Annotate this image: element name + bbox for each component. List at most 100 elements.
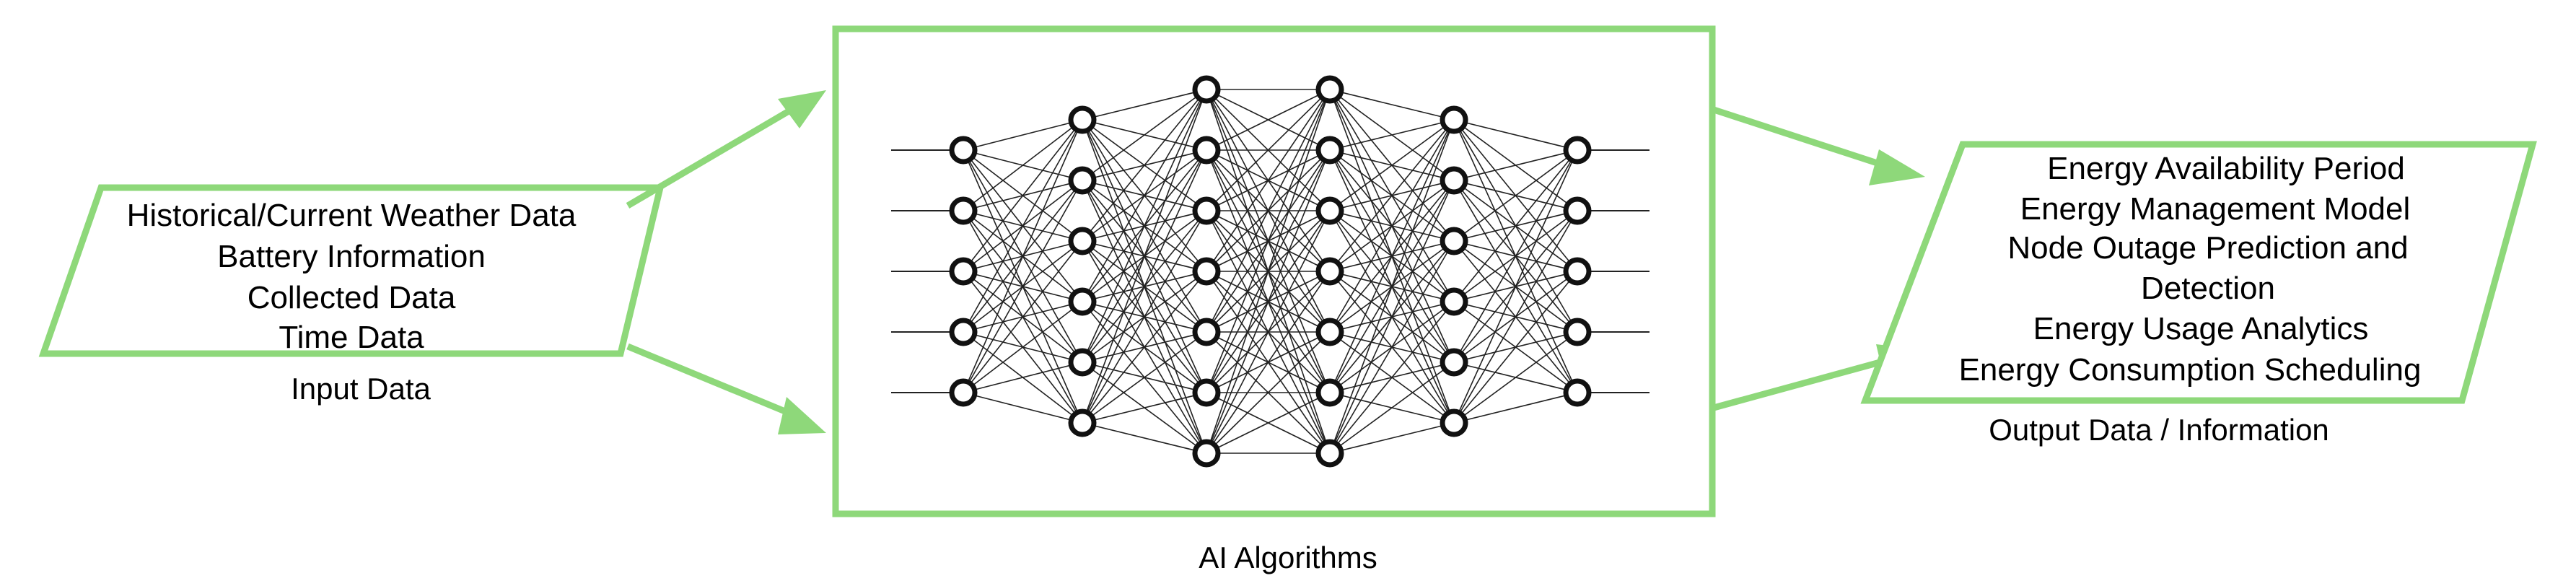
network-edge — [1206, 89, 1331, 211]
network-edge — [1206, 89, 1331, 333]
output-line-1: Energy Availability Period — [2047, 151, 2405, 186]
network-edge — [1329, 89, 1455, 121]
network-edge — [1329, 119, 1455, 211]
output-line-3: Node Outage Prediction and — [2007, 230, 2408, 266]
network-node-l4-n6 — [1315, 378, 1344, 407]
network-node-l5-n6 — [1440, 408, 1468, 437]
network-edge — [1082, 89, 1207, 363]
network-edge — [1082, 89, 1207, 302]
input-data-box — [38, 184, 665, 357]
network-edge — [1206, 89, 1331, 272]
network-node-l3-n7 — [1192, 439, 1221, 468]
network-edge — [1329, 362, 1455, 454]
network-node-l2-n2 — [1068, 166, 1097, 195]
network-edges — [891, 89, 1650, 454]
network-edge — [1329, 301, 1455, 454]
network-node-l5-n2 — [1440, 166, 1468, 195]
network-edge — [1206, 89, 1331, 151]
network-edge — [963, 392, 1083, 424]
network-edge — [1082, 89, 1207, 121]
network-edge — [1453, 392, 1578, 424]
network-edge — [1082, 422, 1207, 454]
network-node-l1-n4 — [949, 318, 978, 346]
network-edge — [1206, 392, 1331, 454]
network-edge — [1453, 271, 1578, 424]
network-node-l6-n5 — [1563, 378, 1592, 407]
network-edge — [1082, 89, 1207, 242]
network-edge — [1082, 210, 1207, 424]
network-node-l5-n1 — [1440, 105, 1468, 134]
network-edge — [1082, 149, 1207, 424]
network-edge — [1329, 119, 1455, 272]
network-node-l3-n3 — [1192, 196, 1221, 225]
input-line-1: Historical/Current Weather Data — [127, 198, 577, 233]
network-edge — [1329, 119, 1455, 454]
network-edge — [963, 119, 1083, 211]
input-line-2: Battery Information — [217, 239, 486, 274]
network-edge — [963, 240, 1083, 393]
network-edge — [1206, 210, 1331, 454]
network-edge — [1082, 89, 1207, 424]
network-node-l4-n2 — [1315, 136, 1344, 165]
network-node-l4-n3 — [1315, 196, 1344, 225]
output-line-6: Energy Consumption Scheduling — [1959, 352, 2422, 388]
network-edge — [1329, 240, 1455, 454]
network-node-l6-n3 — [1563, 257, 1592, 286]
output-caption: Output Data / Information — [1989, 413, 2329, 447]
network-node-l1-n2 — [949, 196, 978, 225]
arrow-input-to-ai-bottom — [626, 343, 826, 434]
network-edge — [1453, 149, 1578, 181]
network-node-l4-n7 — [1315, 439, 1344, 468]
network-edge — [1453, 149, 1578, 424]
network-node-l6-n1 — [1563, 136, 1592, 165]
network-node-l3-n5 — [1192, 318, 1221, 346]
neural-network — [891, 75, 1650, 468]
network-node-l2-n4 — [1068, 287, 1097, 316]
network-node-l3-n6 — [1192, 378, 1221, 407]
network-node-l5-n3 — [1440, 227, 1468, 255]
network-edge — [1082, 271, 1207, 424]
network-edge — [1082, 89, 1207, 181]
network-node-l1-n1 — [949, 136, 978, 165]
network-node-l6-n2 — [1563, 196, 1592, 225]
network-edge — [963, 301, 1083, 393]
network-edge — [1453, 149, 1578, 363]
network-edge — [1082, 331, 1207, 424]
network-node-l2-n1 — [1068, 105, 1097, 134]
network-edge — [1453, 149, 1578, 242]
input-line-4: Time Data — [279, 320, 424, 355]
arrow-ai-to-output-top — [1712, 106, 1925, 185]
network-node-l4-n5 — [1315, 318, 1344, 346]
network-node-l5-n5 — [1440, 348, 1468, 377]
network-edge — [1206, 89, 1331, 393]
network-edge — [1206, 149, 1331, 454]
network-node-l1-n3 — [949, 257, 978, 286]
network-node-l1-n5 — [949, 378, 978, 407]
network-edge — [1329, 422, 1455, 454]
network-node-l2-n3 — [1068, 227, 1097, 255]
network-edge — [1329, 119, 1455, 151]
input-caption: Input Data — [291, 372, 431, 406]
output-line-2: Energy Management Model — [2020, 191, 2411, 227]
ai-algorithms-caption: AI Algorithms — [1199, 541, 1377, 574]
input-line-3: Collected Data — [247, 280, 456, 315]
network-edge — [963, 119, 1083, 272]
network-node-l4-n1 — [1315, 75, 1344, 104]
network-edge — [1206, 331, 1331, 454]
network-edge — [1329, 119, 1455, 333]
arrow-input-to-ai-top — [626, 90, 826, 209]
network-edge — [963, 180, 1083, 393]
network-node-l4-n4 — [1315, 257, 1344, 286]
network-node-l3-n4 — [1192, 257, 1221, 286]
network-edge — [1453, 210, 1578, 424]
network-node-l3-n1 — [1192, 75, 1221, 104]
output-data-box — [1860, 141, 2537, 404]
network-node-l2-n6 — [1068, 408, 1097, 437]
network-edge — [1453, 331, 1578, 424]
output-line-4: Detection — [2141, 271, 2275, 306]
network-edge — [963, 119, 1083, 151]
network-node-l3-n2 — [1192, 136, 1221, 165]
network-edge — [963, 119, 1083, 393]
network-node-l5-n4 — [1440, 287, 1468, 316]
